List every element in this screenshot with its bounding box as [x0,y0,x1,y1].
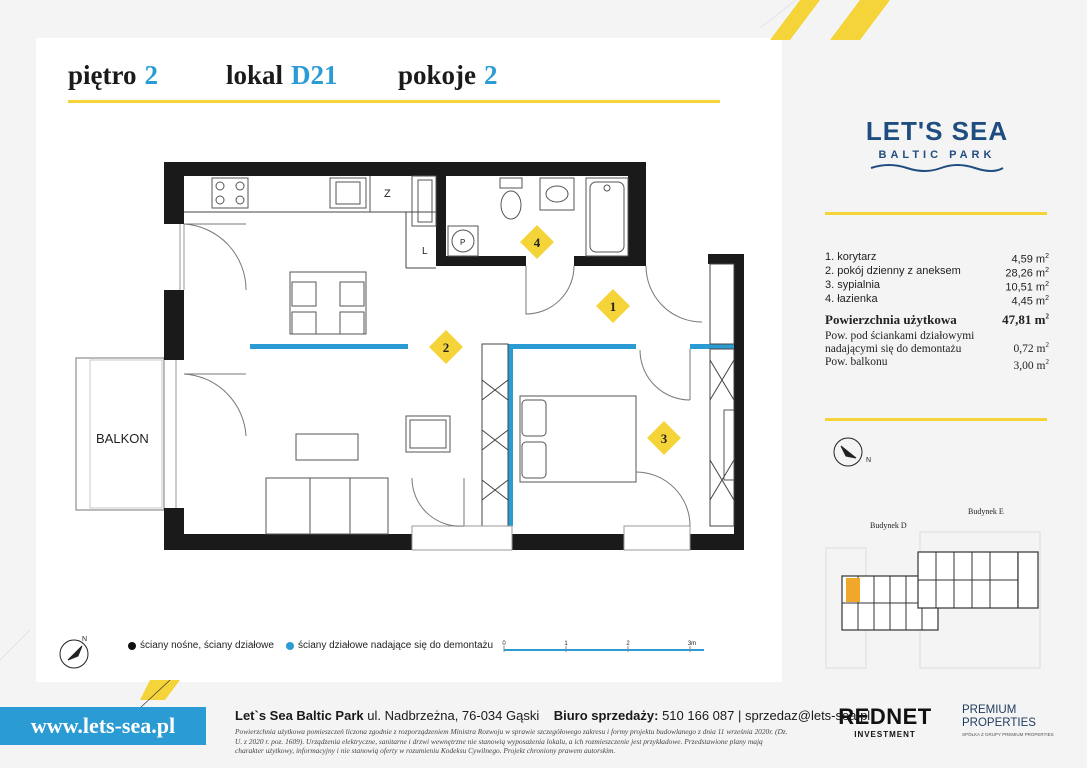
divider-top [825,212,1047,215]
compass-label-n: N [866,457,871,464]
unit-label: lokal [226,60,284,90]
rednet-logo: REDNET INVESTMENT [832,704,938,739]
bottom-stripes [140,680,180,709]
sales-email[interactable]: sprzedaz@lets-sea.pl [745,708,871,723]
room-area: 4,59 m2 [1011,253,1049,266]
removable-walls-value: 0,72 m2 [1013,341,1049,355]
room-area: 10,51 m2 [1005,281,1049,294]
building-d-label: Budynek D [870,521,907,530]
selected-unit-highlight [846,578,860,602]
site-map [825,531,1041,669]
lets-sea-logo: LET'S SEA BALTIC PARK [864,116,1010,178]
room-name: 4. łazienka [825,293,878,305]
contact-info: Let`s Sea Baltic Park ul. Nadbrzeżna, 76… [235,708,870,723]
room-row-2: 2. pokój dzienny z aneksem 28,26 m2 [825,264,1049,280]
total-label: Powierzchnia użytkowa [825,312,957,327]
room-area: 4,45 m2 [1011,295,1049,308]
room-row-4: 4. łazienka 4,45 m2 [825,292,1049,308]
left-stripes [0,629,31,661]
wall-legend: ściany nośne, ściany działowe ściany dzi… [128,640,493,651]
removable-walls-row: Pow. pod ściankami działowymi nadającymi… [825,330,1049,356]
building-e-label: Budynek E [968,507,1004,516]
removable-wall-dot [285,641,294,650]
logo-subtitle: BALTIC PARK [878,149,996,161]
room-name: 3. sypialnia [825,279,881,291]
balcony-area-label: Pow. balkonu [825,356,888,368]
premium-line1: PREMIUM [962,704,1017,716]
legend-bearing-label: ściany nośne, ściany działowe [140,640,274,651]
wave-icon [870,164,1004,172]
header-divider [68,100,720,103]
premium-line2: PROPERTIES [962,717,1036,729]
premium-sub: SPÓŁKA Z GRUPY PREMIUM PROPERTIES [962,732,1054,737]
website-link[interactable]: www.lets-sea.pl [0,707,206,745]
rooms-value: 2 [484,60,498,90]
room-row-3: 3. sypialnia 10,51 m2 [825,278,1049,294]
room-area: 28,26 m2 [1005,267,1049,280]
sales-label: Biuro sprzedaży: [553,708,659,723]
rednet-title: REDNET [838,704,932,729]
divider-bottom [825,418,1047,421]
company-address: ul. Nadbrzeżna, 76-034 Gąski [367,708,540,723]
rooms-label: pokoje [398,60,477,90]
unit-value: D21 [291,60,338,90]
premium-properties-logo: PREMIUM PROPERTIES SPÓŁKA Z GRUPY PREMIU… [962,704,1072,737]
legend-removable-label: ściany działowe nadające się do demontaż… [297,640,494,651]
total-value: 47,81 m2 [1002,312,1049,327]
rednet-subtitle: INVESTMENT [854,730,916,739]
plan-card [36,38,782,682]
balcony-area-row: Pow. balkonu 3,00 m2 [825,356,1049,373]
floor-label: piętro [68,60,137,90]
legal-disclaimer: Powierzchnia użytkowa pomieszczeń liczon… [235,727,788,755]
room-row-1: 1. korytarz 4,59 m2 [825,250,1049,266]
logo-title: LET'S SEA [865,116,1009,146]
top-right-stripes [760,0,890,40]
room-name: 2. pokój dzienny z aneksem [825,265,961,277]
separator: | [737,708,742,723]
floor-value: 2 [144,60,159,90]
sales-phone[interactable]: 510 166 087 [662,708,735,723]
bearing-wall-dot [128,641,136,650]
total-area-row: Powierzchnia użytkowa 47,81 m2 [825,312,1049,330]
removable-walls-label: Pow. pod ściankami działowymi nadającymi… [825,330,975,355]
area-table: 1. korytarz 4,59 m2 2. pokój dzienny z an… [825,250,1049,373]
company-name: Let`s Sea Baltic Park [235,708,364,723]
balcony-area-value: 3,00 m2 [1013,358,1049,372]
room-name: 1. korytarz [825,251,877,263]
